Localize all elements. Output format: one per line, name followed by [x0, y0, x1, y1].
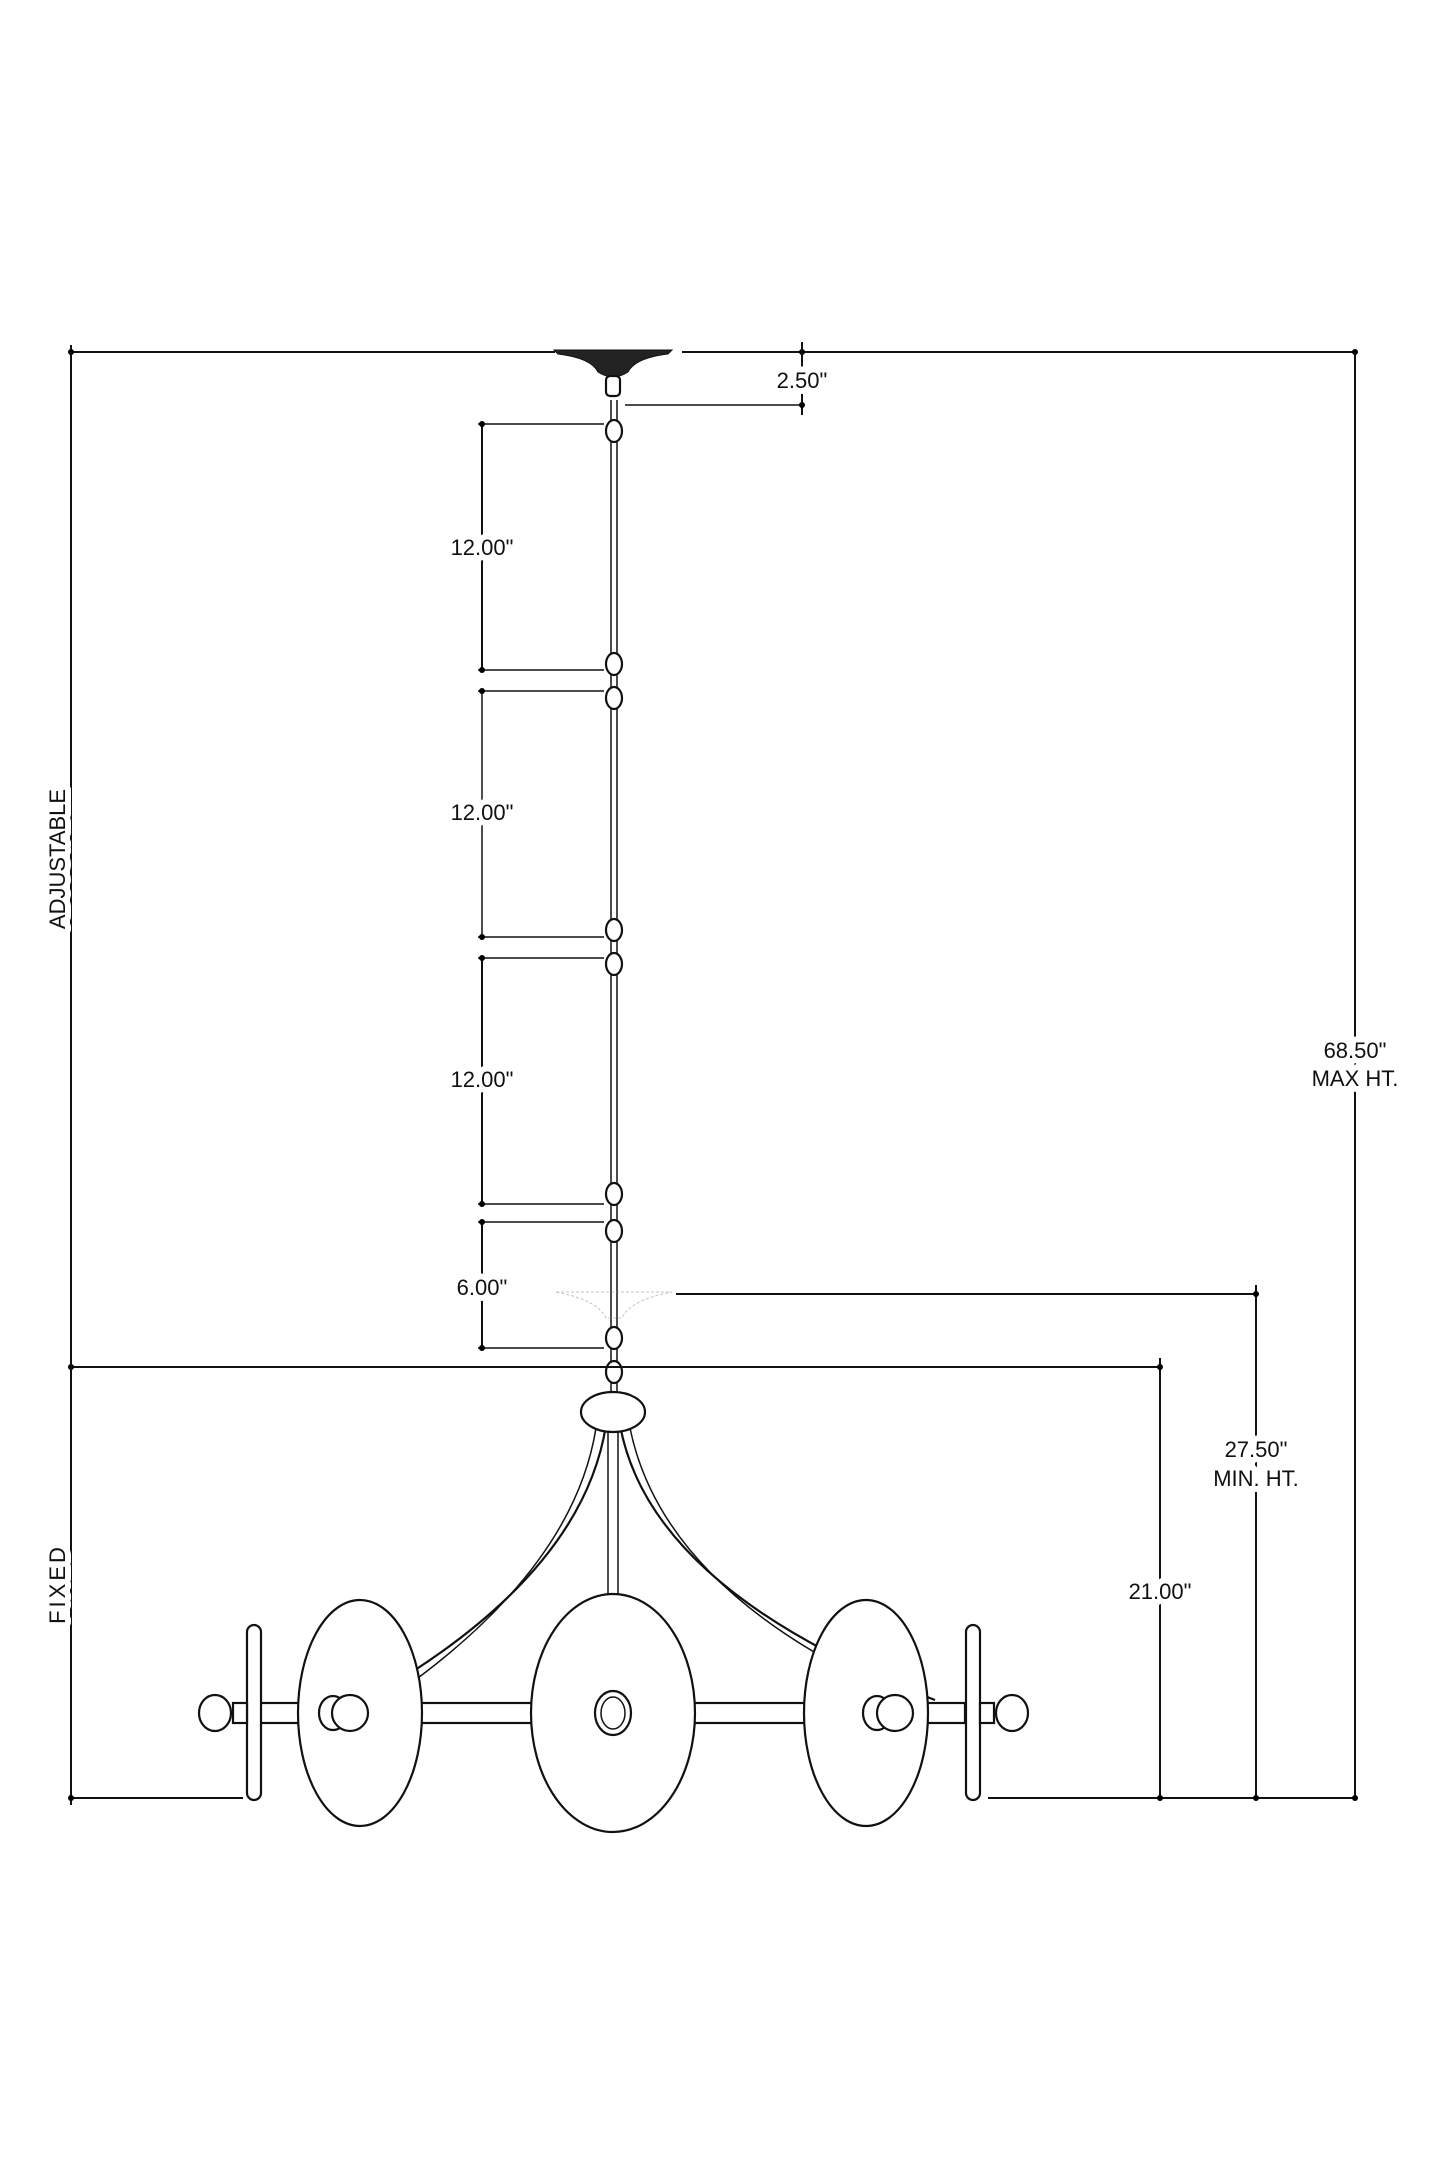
chain-link — [604, 1218, 624, 1244]
segment-4-label: 6.00" — [457, 1275, 508, 1300]
dimension-dot — [479, 421, 485, 427]
dimension-dot — [479, 667, 485, 673]
canopy — [552, 349, 674, 398]
dimension-dot — [479, 934, 485, 940]
dimension-dot — [479, 1345, 485, 1351]
min-height-value: 27.50" — [1225, 1437, 1288, 1462]
chain-links — [604, 418, 624, 1385]
chain-link — [604, 651, 624, 677]
chain-link — [604, 1359, 624, 1385]
chain-link — [604, 1181, 624, 1207]
dimension-dot — [479, 688, 485, 694]
min-height-dimension: 27.50" MIN. HT. — [676, 1285, 1305, 1798]
segment-3-label: 12.00" — [451, 1067, 514, 1092]
dimension-dot — [479, 1201, 485, 1207]
chain-link — [604, 418, 624, 444]
max-height-value: 68.50" — [1324, 1038, 1387, 1063]
min-height-label: MIN. HT. — [1213, 1466, 1299, 1491]
max-height-dimension: 68.50" MAX HT. — [1306, 352, 1404, 1798]
chandelier-body — [197, 1390, 1030, 1834]
top-dimension-line — [68, 345, 1358, 360]
fixed-dimension: 21.00" — [68, 1358, 1197, 1798]
fixed-label: FIXED — [45, 1544, 70, 1624]
chain-link — [604, 951, 624, 977]
max-height-label: MAX HT. — [1312, 1066, 1399, 1091]
bottom-dimension-line — [68, 1795, 1358, 1801]
segment-2-label: 12.00" — [451, 800, 514, 825]
segment-1-label: 12.00" — [451, 535, 514, 560]
dimension-dot — [479, 955, 485, 961]
canopy-depth-label: 2.50" — [777, 368, 828, 393]
fixed-height-value: 21.00" — [1129, 1579, 1192, 1604]
chain-link — [604, 917, 624, 943]
dimension-dot — [479, 1219, 485, 1225]
chain-link — [604, 1325, 624, 1351]
canopy-dimension: 2.50" — [625, 342, 833, 415]
chain-link — [604, 685, 624, 711]
chain — [610, 400, 618, 1395]
chain-dimensions: 12.00" 12.00" 12.00" 6.00" — [445, 421, 604, 1351]
min-height-canopy — [555, 1291, 673, 1319]
adjustable-label: ADJUSTABLE — [45, 789, 70, 929]
left-dimension: ADJUSTABLE FIXED — [39, 352, 76, 1805]
